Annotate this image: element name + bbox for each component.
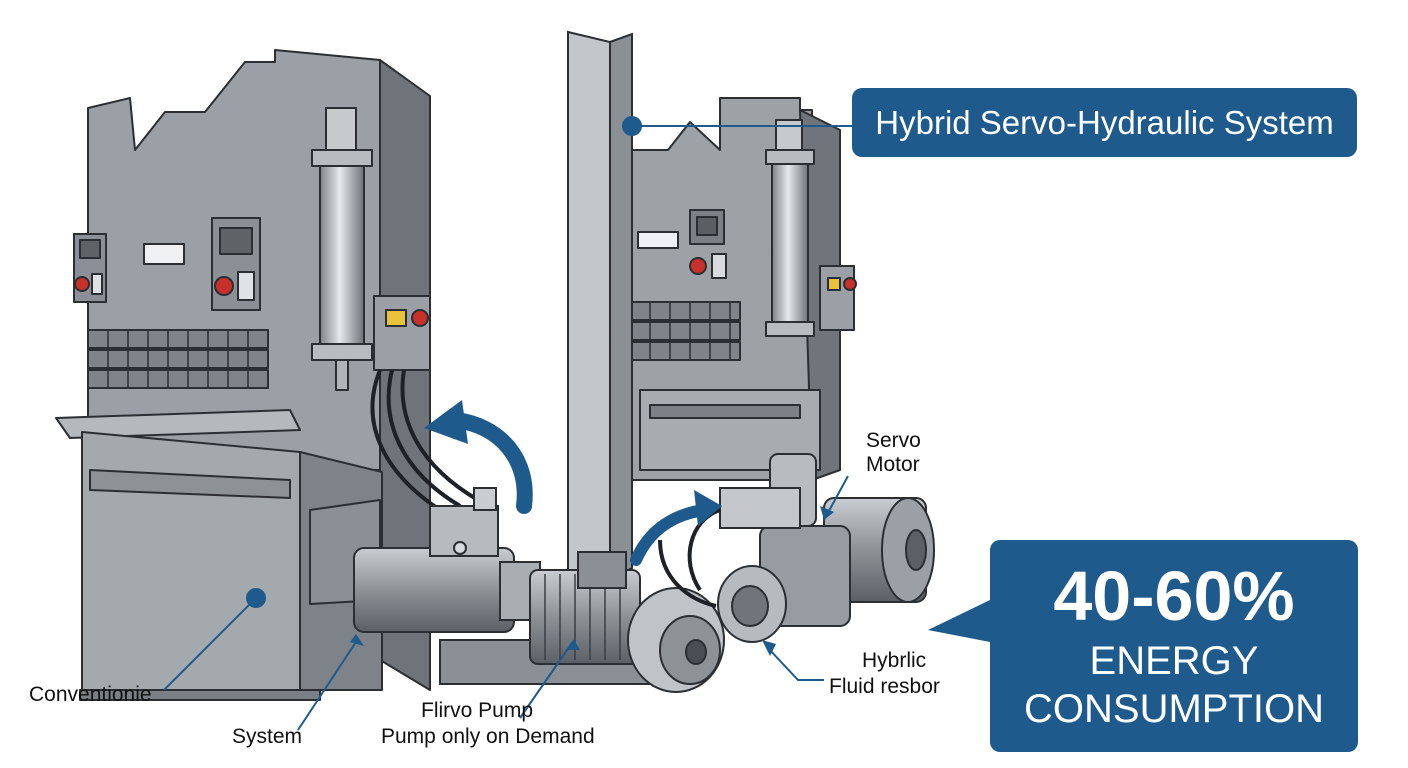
hybrid-label-line2: Fluid resbor [829,675,940,698]
energy-callout: 40-60% ENERGY CONSUMPTION [990,540,1358,752]
pump-motor-assembly [353,487,725,693]
conventional-label: Conventionie [29,683,152,706]
servo-motor-assembly [658,453,935,643]
energy-label-line1: ENERGY [1089,639,1259,683]
conventional-press-brake [55,49,480,701]
pump-label-line1: Flirvo Pump [421,699,534,722]
energy-label-line2: CONSUMPTION [1024,687,1324,731]
servo-motor-label-line2: Motor [866,453,920,476]
callout-dots [246,116,642,608]
hybrid-label-line1: Hybrlic [862,649,927,672]
pump-label-line2: Pump only on Demand [381,725,595,748]
energy-callout-tail [928,600,990,642]
callout-arrowheads [350,506,834,656]
conventional-pointer-dot [246,588,266,608]
hybrid-press-brake [629,97,857,481]
servo-motor-label-line1: Servo [866,429,921,452]
energy-percentage: 40-60% [1053,557,1295,635]
title-pointer-dot [622,116,642,136]
center-column [567,30,633,582]
title-banner: Hybrid Servo-Hydraulic System [852,88,1357,157]
system-label: System [232,725,303,748]
title-text: Hybrid Servo-Hydraulic System [875,104,1334,141]
flow-arrows [424,400,722,566]
